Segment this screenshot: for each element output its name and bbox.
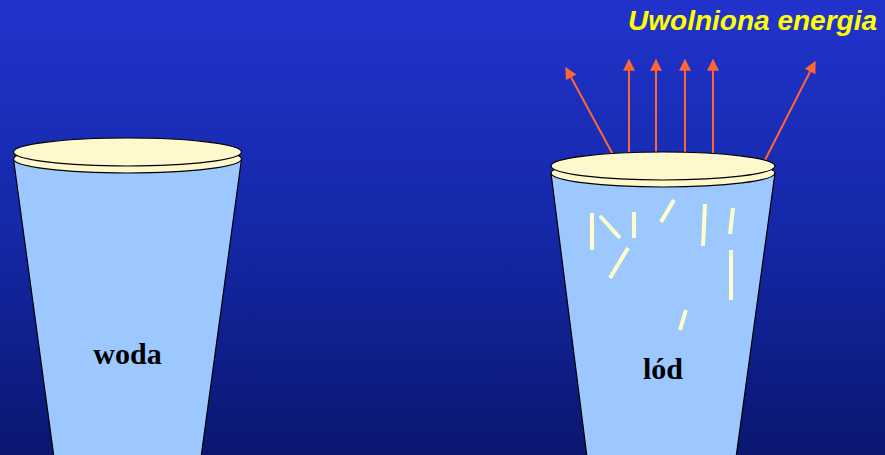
cup-outline	[10, 135, 245, 455]
cup-shape: woda	[10, 135, 245, 455]
ice-streak	[703, 204, 705, 246]
cup-body	[551, 173, 775, 455]
cup-rim	[551, 152, 775, 180]
ice-streak	[729, 250, 733, 300]
ice-streak	[632, 212, 636, 238]
cup-label: woda	[93, 337, 161, 370]
energy-arrow	[566, 68, 617, 162]
heading-label: Uwolniona energia	[628, 6, 877, 37]
ice-streak	[730, 208, 733, 234]
cup-label: lód	[643, 352, 683, 385]
energy-arrow	[712, 60, 714, 160]
ice-streak	[590, 213, 594, 250]
ice-streak	[680, 310, 686, 330]
cup-rim	[14, 138, 242, 166]
energy-arrow-group	[566, 60, 815, 162]
cup-body	[14, 159, 242, 455]
cup-shape: lód	[548, 150, 778, 455]
cup-outline	[548, 150, 778, 455]
energy-arrow	[655, 60, 657, 160]
energy-arrow	[764, 62, 815, 162]
energy-arrow	[684, 60, 686, 160]
energy-arrow	[628, 60, 630, 160]
ice-streak	[600, 216, 620, 238]
ice-streak	[661, 200, 674, 222]
ice-streak	[610, 248, 628, 278]
